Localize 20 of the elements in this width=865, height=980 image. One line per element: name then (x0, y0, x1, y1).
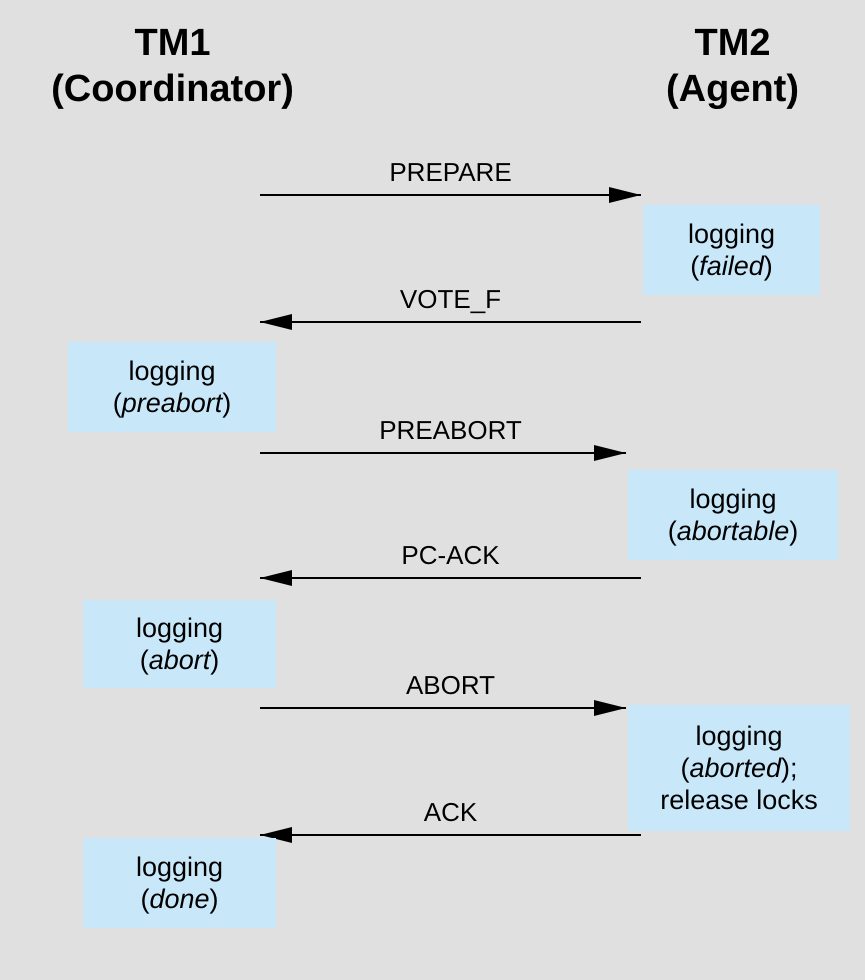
arrow (260, 187, 641, 203)
arrow (260, 827, 641, 843)
participant-heading: TM1 (Coordinator) (15, 20, 330, 120)
process-box (643, 205, 820, 295)
process-box (628, 470, 838, 560)
participant-heading: TM2 (Agent) (625, 20, 840, 120)
box-text: logging (abort) (134, 612, 224, 676)
box-text: logging (aborted); release locks (659, 720, 819, 816)
box-text: logging (abortable) (666, 483, 800, 547)
process-box (83, 838, 276, 928)
box-text: logging (done) (134, 851, 224, 915)
process-box (628, 705, 850, 831)
arrow (260, 700, 626, 716)
arrow (260, 314, 641, 330)
process-box (68, 342, 276, 432)
arrow (260, 445, 626, 461)
process-box (83, 600, 276, 688)
arrow (260, 570, 641, 586)
box-text: logging (preabort) (112, 355, 232, 419)
box-text: logging (failed) (686, 218, 776, 282)
